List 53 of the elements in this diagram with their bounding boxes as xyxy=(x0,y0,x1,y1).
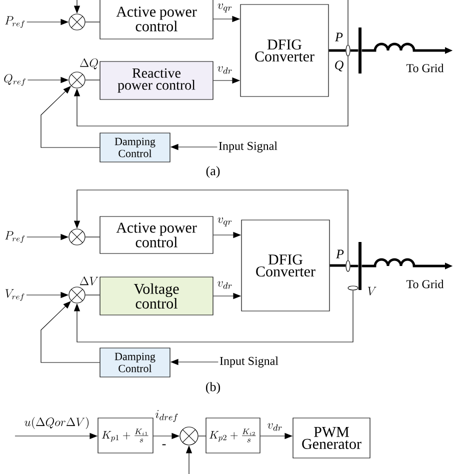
transfer-block: $K_{p2}+\frac{K_{i2}}{s}$ xyxy=(206,418,260,454)
pwm-block: PWM Generator xyxy=(292,418,370,458)
signal-label: $\Delta V$ xyxy=(80,276,98,286)
signal-label: $P_{ref}$ xyxy=(5,231,25,243)
edge-label: $v_{qr}$ xyxy=(218,4,232,12)
edge-label: $v_{dr}$ xyxy=(268,423,282,431)
control-block: Damping Control xyxy=(100,348,170,378)
control-block: Active power control xyxy=(100,216,214,254)
signal-label: $\Delta Q$ xyxy=(80,58,98,70)
arrow xyxy=(74,56,348,126)
signal-label: P xyxy=(334,32,343,42)
panel-label: - xyxy=(162,444,166,446)
signal-label: $P_{ref}$ xyxy=(5,16,25,28)
signal-label: $V$ xyxy=(368,286,376,296)
converter-block: DFIG Converter xyxy=(241,220,330,312)
signal-label: Input Signal xyxy=(220,356,278,368)
signal-label: P xyxy=(336,250,344,258)
summing-junction xyxy=(68,72,86,88)
sensor-symbol xyxy=(346,44,350,56)
summing-junction xyxy=(68,286,86,304)
converter-block: DFIG Converter xyxy=(240,4,329,97)
summing-junction xyxy=(68,228,86,246)
control-block: Voltage control xyxy=(100,276,214,316)
sensor-symbol xyxy=(348,286,358,290)
panel-label: (b) xyxy=(206,382,220,394)
bus-bar xyxy=(358,28,362,74)
transfer-block: $K_{p1}+\frac{K_{i1}}{s}$ xyxy=(98,418,154,454)
edge-label: $u(\Delta Q or \Delta V)$ xyxy=(24,417,89,430)
edge-label: To Grid xyxy=(406,64,444,72)
summing-junction xyxy=(180,426,198,446)
signal-label: Input Signal xyxy=(218,142,278,152)
control-block: Reactive power control xyxy=(100,61,214,100)
control-block: Active power control xyxy=(100,0,214,40)
edge-label: $i_{dref}$ xyxy=(156,410,178,422)
edge-label: $v_{dr}$ xyxy=(218,281,232,289)
connector-line xyxy=(330,264,346,267)
signal-label: $Q_{ref}$ xyxy=(4,74,26,86)
control-block: Damping Control xyxy=(100,132,170,162)
arrow xyxy=(74,290,354,342)
connector-line xyxy=(85,236,100,238)
connector-line xyxy=(350,264,358,268)
edge-label: $v_{qr}$ xyxy=(218,218,232,226)
edge-label: $v_{dr}$ xyxy=(218,66,232,74)
edge-label: To Grid xyxy=(406,280,444,288)
connector-line xyxy=(350,49,358,52)
connector-line xyxy=(85,294,100,296)
signal-label: $V_{ref}$ xyxy=(5,289,24,301)
panel-label: (a) xyxy=(206,166,220,178)
summing-junction xyxy=(68,14,86,30)
connector-line xyxy=(328,49,346,52)
bus-bar xyxy=(358,242,362,290)
sensor-symbol xyxy=(346,260,350,272)
signal-label: Q xyxy=(335,60,344,72)
